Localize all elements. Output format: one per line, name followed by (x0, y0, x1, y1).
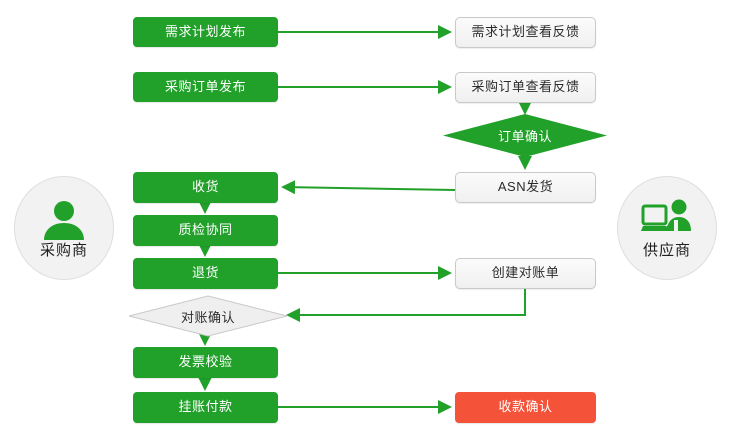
node-label: 采购订单发布 (164, 78, 246, 94)
person-icon (44, 201, 84, 240)
node-label: 收货 (191, 179, 219, 195)
node-label: 挂账付款 (178, 399, 233, 415)
node-label: 收款确认 (498, 399, 553, 415)
edge-asn-to-receive (281, 180, 456, 195)
node-asn-ship[interactable]: ASN发货 (455, 172, 596, 203)
actor-buyer: 采购商 (14, 176, 114, 280)
edge-statement-to-reconcile (286, 289, 526, 322)
diamond-shape (128, 295, 288, 337)
node-demand-plan-publish[interactable]: 需求计划发布 (133, 17, 278, 47)
node-label: 采购订单查看反馈 (471, 79, 580, 95)
actor-buyer-label: 采购商 (39, 242, 88, 259)
node-label: 创建对账单 (491, 265, 560, 281)
node-order-confirm[interactable]: 订单确认 (443, 114, 607, 157)
node-payment-posting[interactable]: 挂账付款 (133, 392, 278, 423)
node-receipt-confirm[interactable]: 收款确认 (455, 392, 596, 423)
node-label: 质检协同 (178, 222, 233, 238)
node-label: 发票校验 (178, 354, 233, 370)
person-at-computer-icon (641, 199, 691, 231)
node-label: 退货 (191, 265, 219, 281)
node-po-publish[interactable]: 采购订单发布 (133, 72, 278, 102)
node-label: 订单确认 (497, 129, 552, 144)
node-label: 需求计划发布 (164, 23, 246, 39)
node-quality-collab[interactable]: 质检协同 (133, 215, 278, 246)
node-demand-plan-feedback[interactable]: 需求计划查看反馈 (455, 17, 596, 48)
node-receive-goods[interactable]: 收货 (133, 172, 278, 203)
node-create-statement[interactable]: 创建对账单 (455, 258, 596, 289)
actor-supplier: 供应商 (617, 176, 717, 280)
node-invoice-check[interactable]: 发票校验 (133, 347, 278, 378)
node-return-goods[interactable]: 退货 (133, 258, 278, 289)
diamond-shape (443, 114, 607, 157)
node-po-feedback[interactable]: 采购订单查看反馈 (455, 72, 596, 103)
node-statement-confirm[interactable]: 对账确认 (128, 295, 288, 337)
actor-supplier-label: 供应商 (642, 242, 691, 259)
node-label: 需求计划查看反馈 (471, 24, 580, 40)
node-label: ASN发货 (497, 179, 554, 195)
node-label: 对账确认 (180, 309, 235, 325)
